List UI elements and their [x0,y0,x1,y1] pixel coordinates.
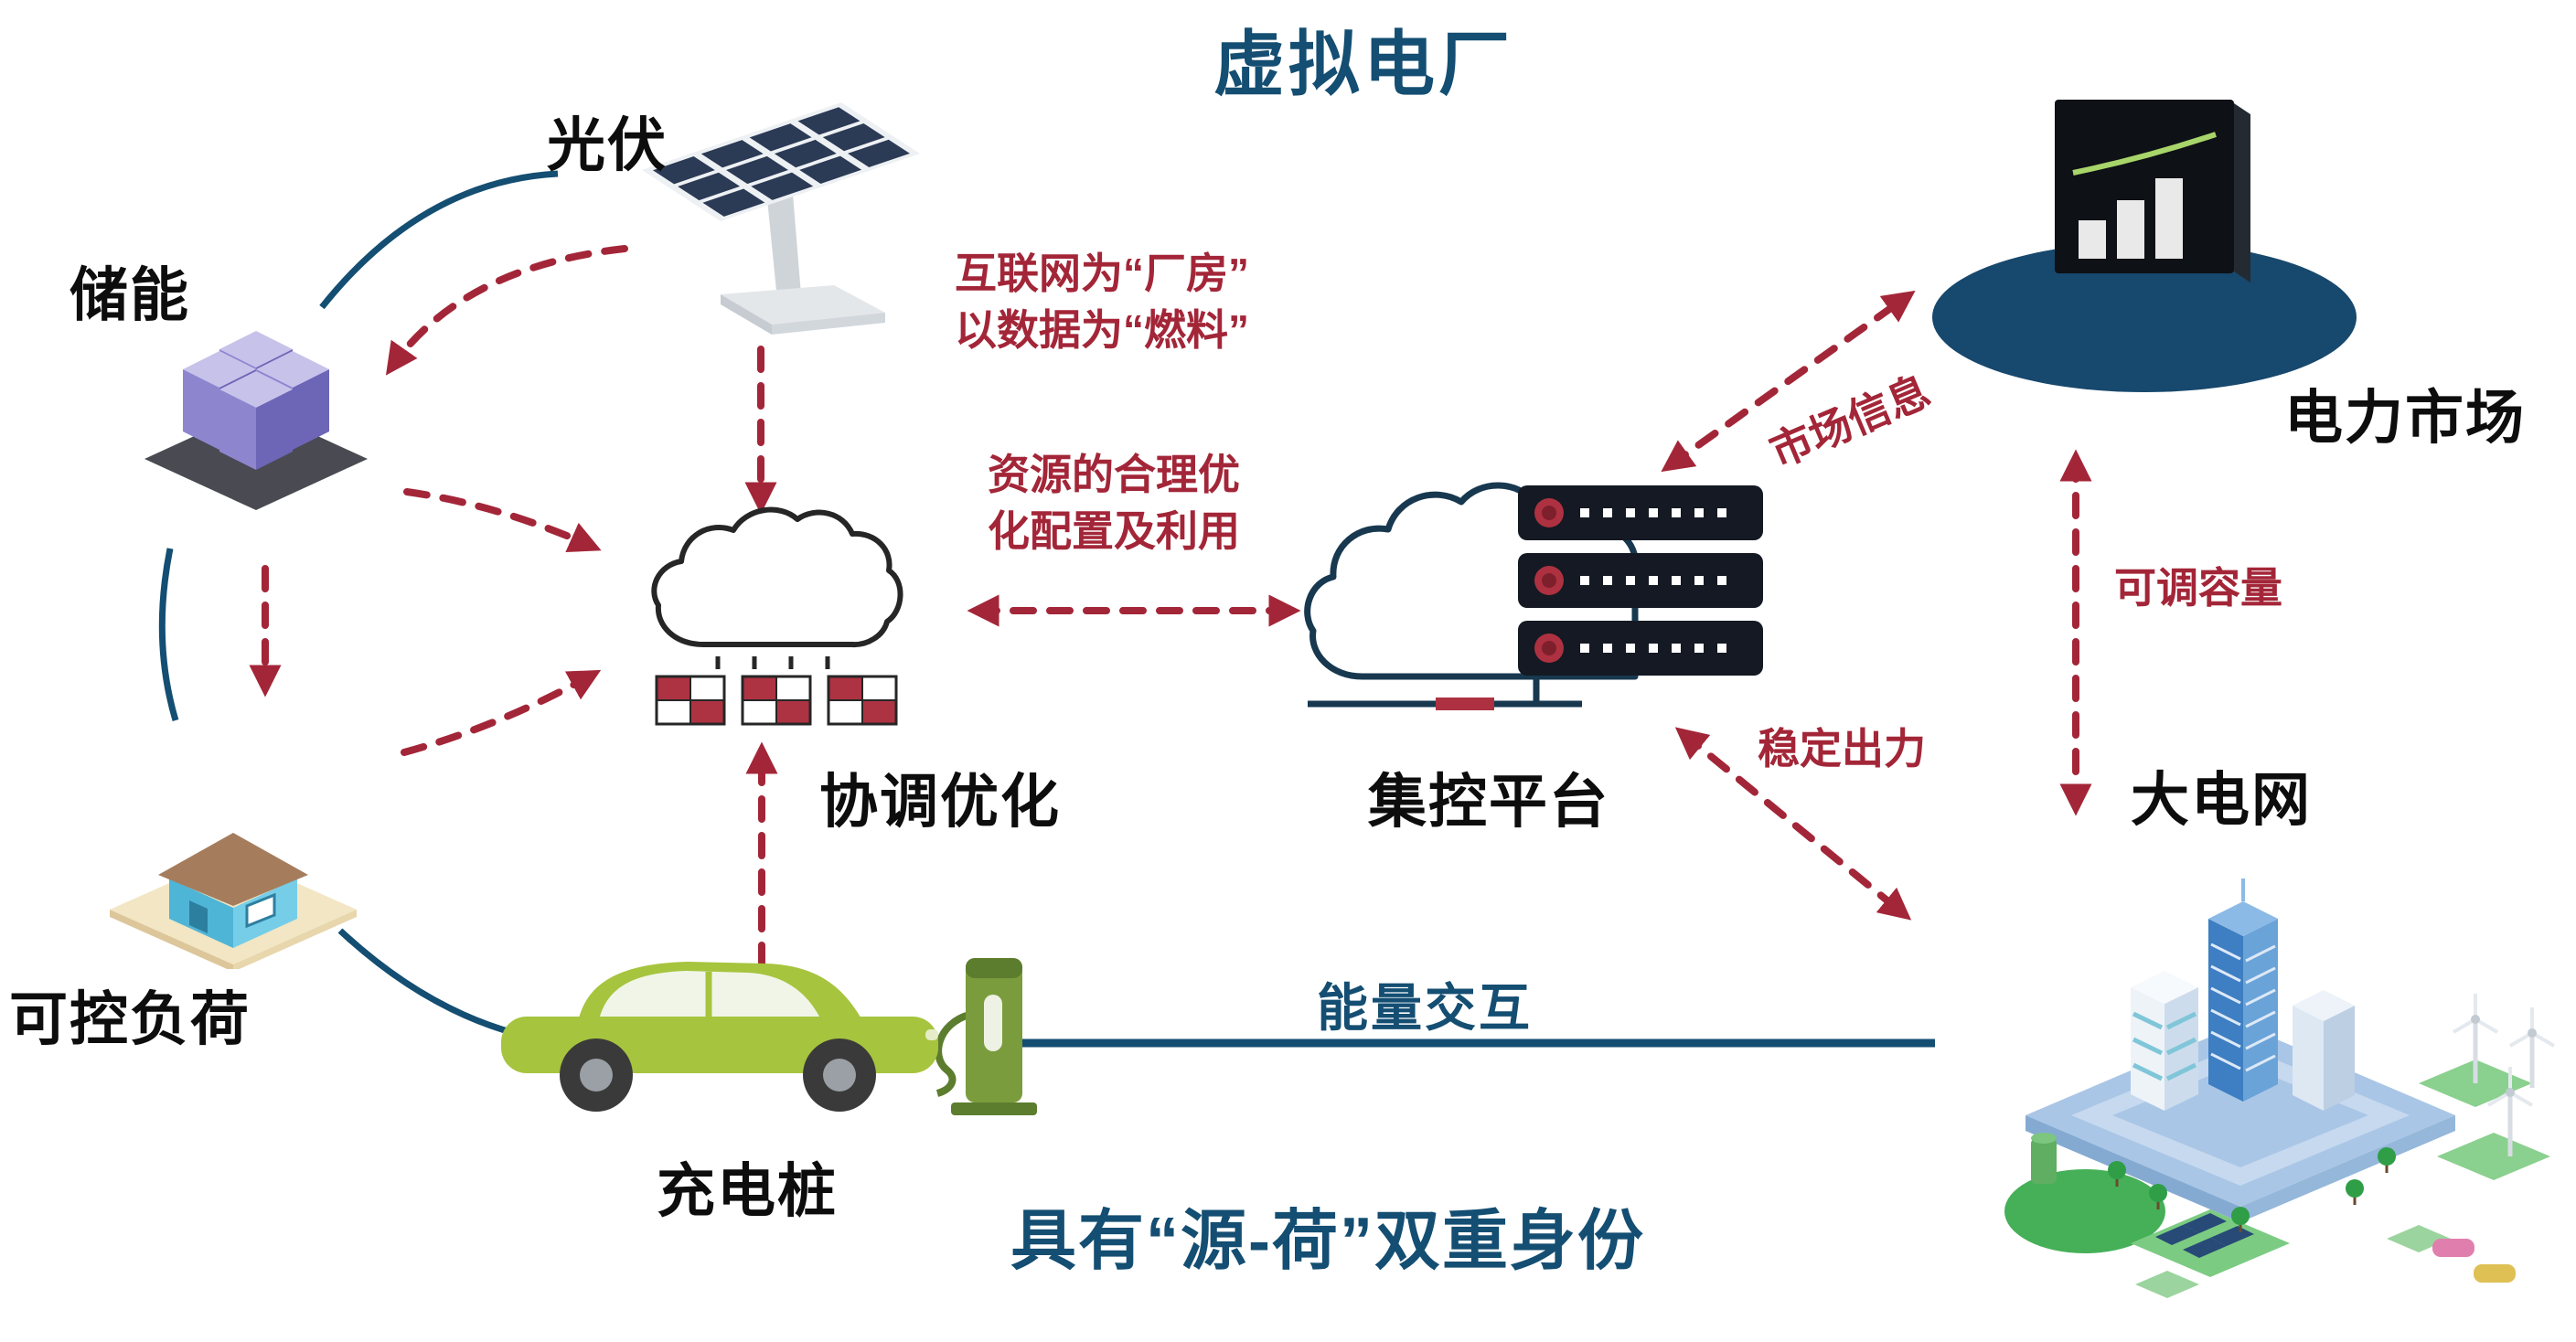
arrow-platform-market [1661,290,1916,473]
data-container [827,675,898,726]
arrow-platform-grid [1674,727,1912,921]
arrow-load-to-coordination [401,669,602,756]
dual-identity-annotation: 具有“源-荷”双重身份 [1010,1205,1645,1278]
controllable-load-icon [110,833,357,969]
storage-label: 储能 [69,262,190,328]
city-park [2004,1169,2165,1253]
internet-annotation-line2: 以数据为“燃料” [955,306,1249,355]
city-tower [2208,879,2278,1102]
city-solar-field [2131,1209,2290,1277]
resource-annotation: 资源的合理优 化配置及利用 [922,446,1306,559]
internet-annotation-line1: 互联网为“厂房” [955,250,1249,297]
solar-panel-icon [642,102,920,335]
server-stack [1518,485,1763,676]
charging-cable [935,1011,971,1097]
diagram-title: 虚拟电厂 [1213,24,1513,104]
ev-charging-icon [501,958,1037,1115]
arrow-pv-to-storage [385,245,628,376]
control-platform-icon [1304,482,1763,710]
city-building-left [2131,971,2198,1111]
energy-storage-icon [144,331,368,510]
adjustable-capacity-annotation: 可调容量 [2114,564,2282,612]
stable-output-annotation: 稳定出力 [1758,725,1926,772]
power-market-icon [1932,100,2357,392]
coordination-label: 协调优化 [819,769,1061,835]
curve-load-to-charger [337,928,515,1037]
internet-annotation: 互联网为“厂房” 以数据为“燃料” [905,245,1299,358]
control-platform-label: 集控平台 [1368,769,1609,835]
data-container [741,675,812,726]
controllable-load-label: 可控负荷 [9,986,251,1052]
charging-pile [951,958,1037,1115]
resource-annotation-line1: 资源的合理优 [988,451,1240,498]
power-market-label: 电力市场 [2284,385,2526,451]
coordination-cloud-icon [651,506,903,726]
curve-storage-to-load [158,548,179,721]
pv-label: 光伏 [547,112,668,178]
charging-pile-label: 充电桩 [657,1158,838,1224]
city-building-right [2293,990,2355,1111]
market-monitor [2055,100,2250,282]
data-container [655,675,726,726]
main-grid-label: 大电网 [2131,767,2312,833]
energy-exchange-annotation: 能量交互 [1317,979,1533,1037]
electric-car [501,962,938,1112]
curve-storage-to-pv [319,170,559,310]
city-wind-farm [2419,994,2556,1180]
arrow-storage-to-coordination [403,488,602,553]
resource-annotation-line2: 化配置及利用 [988,507,1240,556]
smart-city-icon [2004,879,2556,1298]
